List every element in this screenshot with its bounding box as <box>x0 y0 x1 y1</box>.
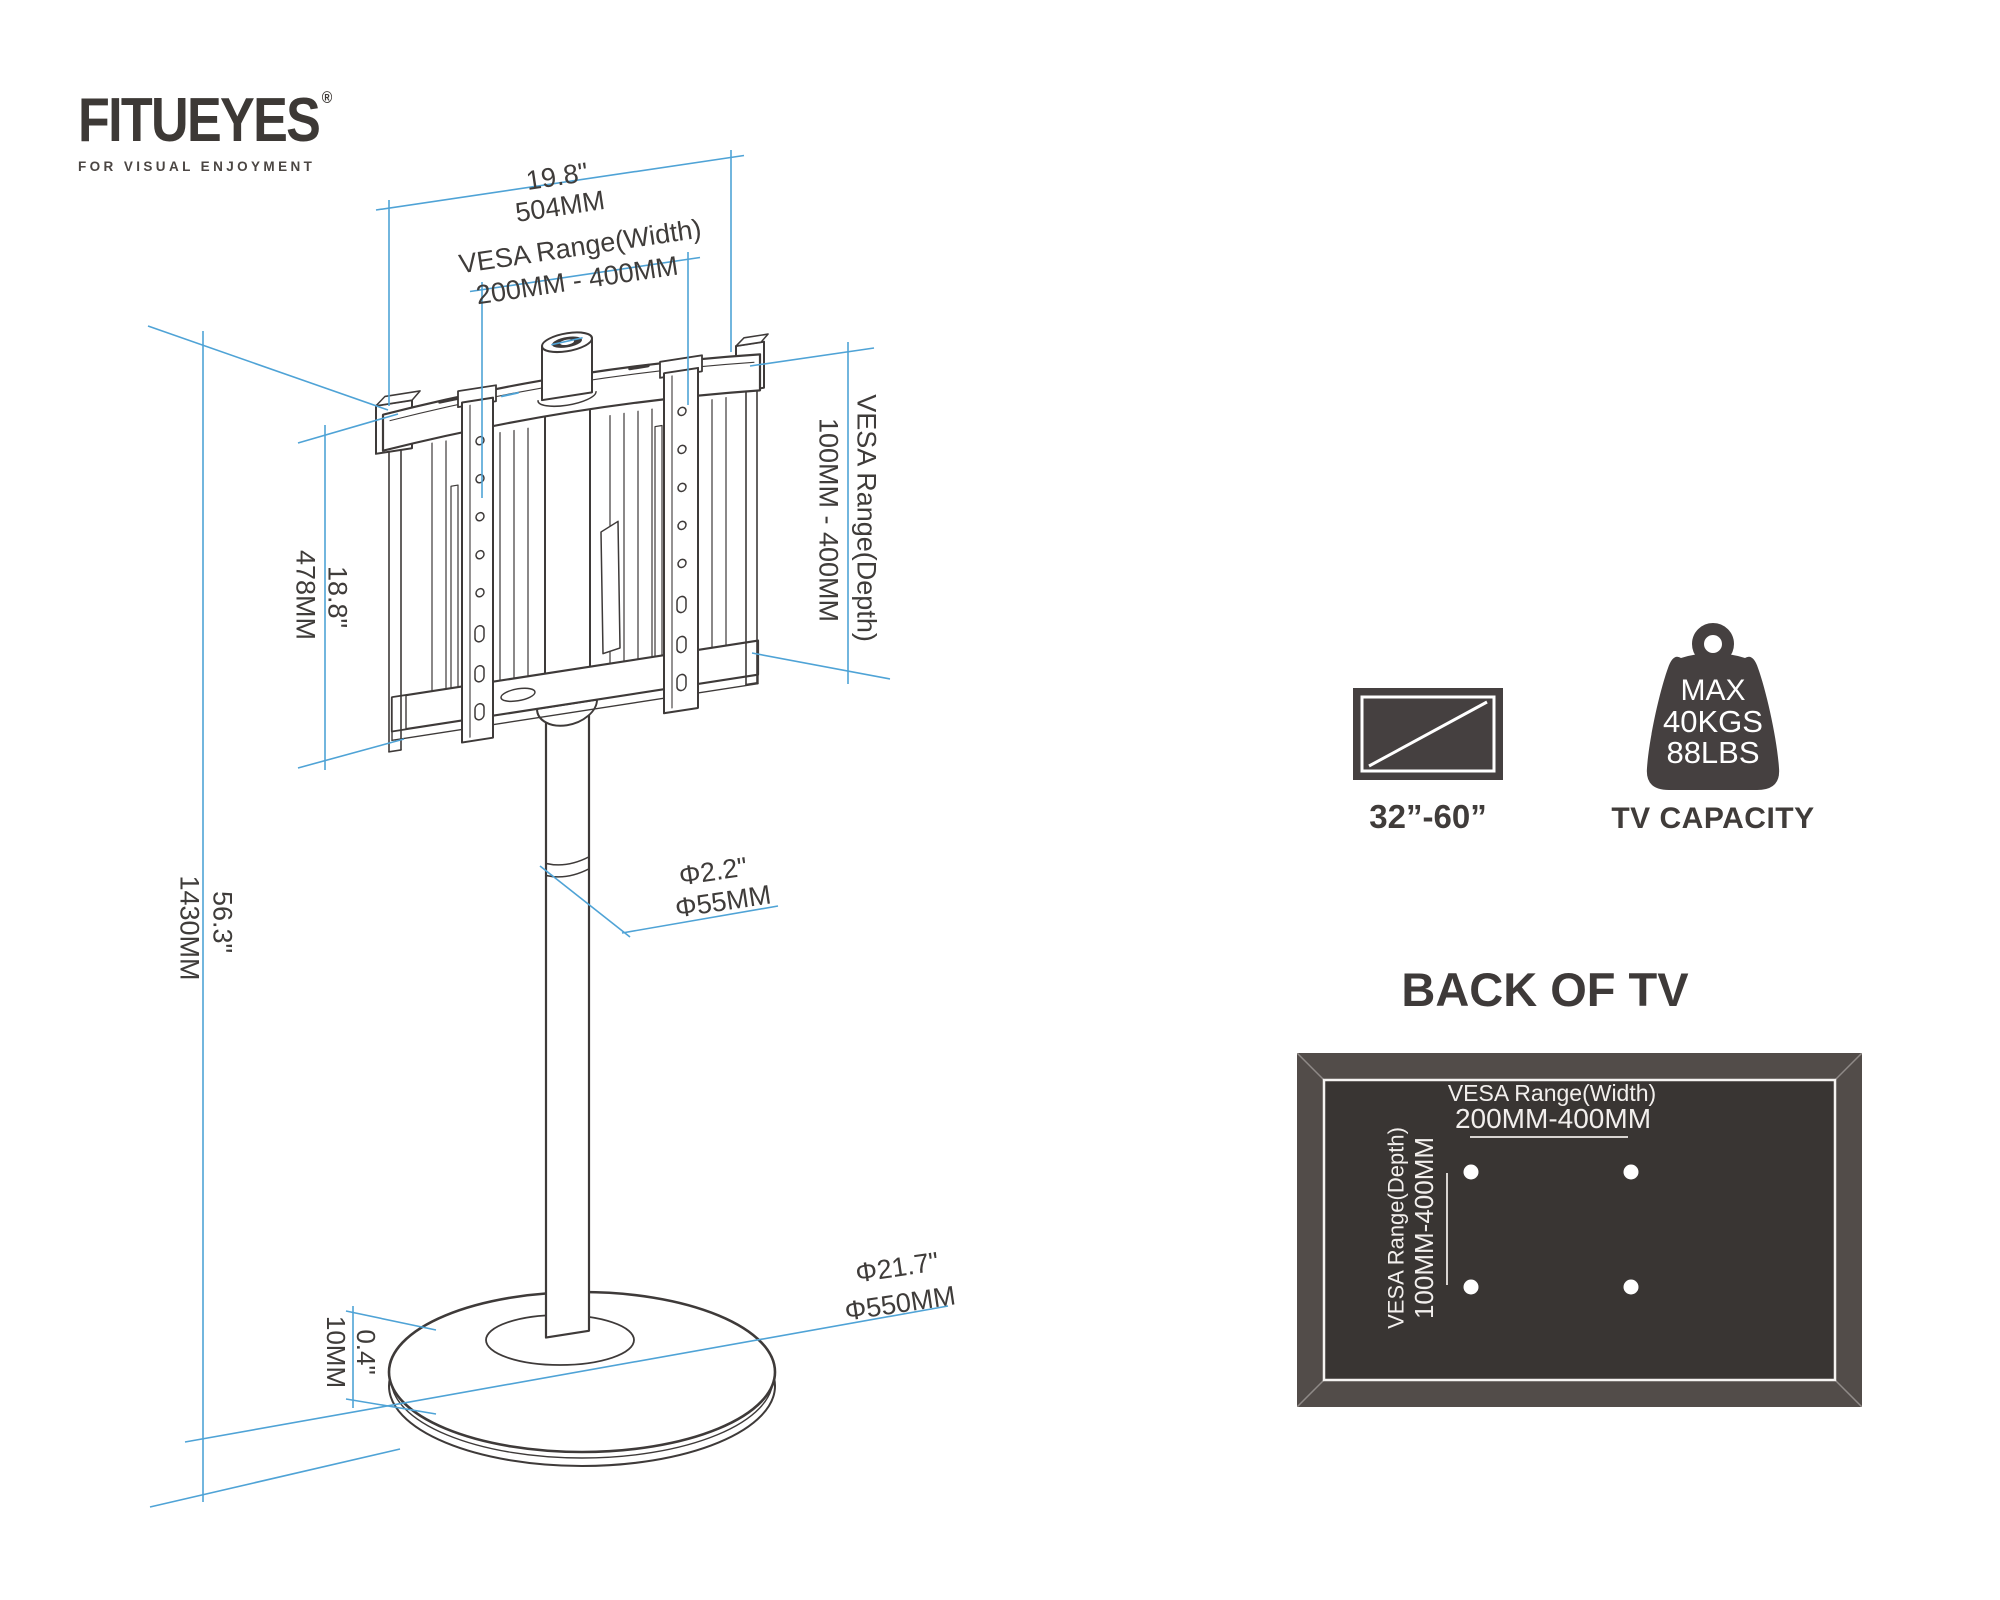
tv-mount-assembly <box>375 331 769 1339</box>
tv-diagonal-line <box>1368 700 1488 768</box>
mount-top-cap <box>537 331 597 408</box>
cable-hook <box>600 520 621 655</box>
brand-logo: FITUEYES ® FOR VISUAL ENJOYMENT <box>78 86 381 174</box>
tv-size-range-label: 32”-60” <box>1369 798 1487 835</box>
dim-thickness-inches: 0.4" <box>351 1329 381 1374</box>
capacity-max-label: MAX <box>1680 674 1745 707</box>
mount-center-column <box>544 405 591 710</box>
vesa-hole-bottom-right <box>1623 1279 1639 1295</box>
dim-height-mm: 1430MM <box>175 875 205 980</box>
panel-vesa-depth-range: 100MM-400MM <box>1409 1137 1439 1319</box>
vesa-hole-top-left <box>1463 1164 1479 1180</box>
tv-capacity-label: TV CAPACITY <box>1611 802 1815 835</box>
pole-joint <box>545 856 590 866</box>
stand-pole <box>544 707 591 1339</box>
vesa-mounting-holes <box>1463 1164 1639 1295</box>
brand-tagline: FOR VISUAL ENJOYMENT <box>78 159 316 174</box>
back-of-tv-title: BACK OF TV <box>1401 963 1689 1016</box>
weight-icon: MAX 40KGS 88LBS <box>1646 623 1780 790</box>
dim-bracket-inches: 18.8" <box>323 566 353 628</box>
vesa-hole-top-right <box>1623 1164 1639 1180</box>
dim-base-inches: Φ21.7" <box>853 1246 940 1288</box>
back-of-tv-panel: VESA Range(Width) 200MM-400MM VESA Range… <box>1297 1053 1862 1407</box>
brand-name: FITUEYES <box>78 86 321 155</box>
panel-bevel-lines <box>1297 1053 1862 1407</box>
panel-vesa-depth-label: VESA Range(Depth) <box>1384 1127 1409 1329</box>
panel-vesa-width-range: 200MM-400MM <box>1455 1103 1651 1134</box>
vesa-hole-bottom-left <box>1463 1279 1479 1295</box>
vesa-depth-range: 100MM - 400MM <box>814 418 844 622</box>
dim-bracket-mm: 478MM <box>291 550 321 640</box>
vesa-depth-label: VESA Range(Depth) <box>852 394 882 642</box>
tv-size-icon <box>1353 688 1503 780</box>
panel-vesa-width-label: VESA Range(Width) <box>1448 1080 1656 1106</box>
right-vesa-bracket <box>659 354 703 715</box>
left-vesa-bracket <box>457 384 497 744</box>
registered-mark: ® <box>321 88 333 107</box>
right-rail <box>654 424 663 660</box>
dimension-lines <box>147 150 949 1508</box>
capacity-kgs-label: 40KGS <box>1663 704 1763 739</box>
capacity-lbs-label: 88LBS <box>1666 735 1759 770</box>
left-rail <box>450 484 459 717</box>
dim-thickness-mm: 10MM <box>321 1316 351 1388</box>
dim-height-inches: 56.3" <box>208 891 238 953</box>
